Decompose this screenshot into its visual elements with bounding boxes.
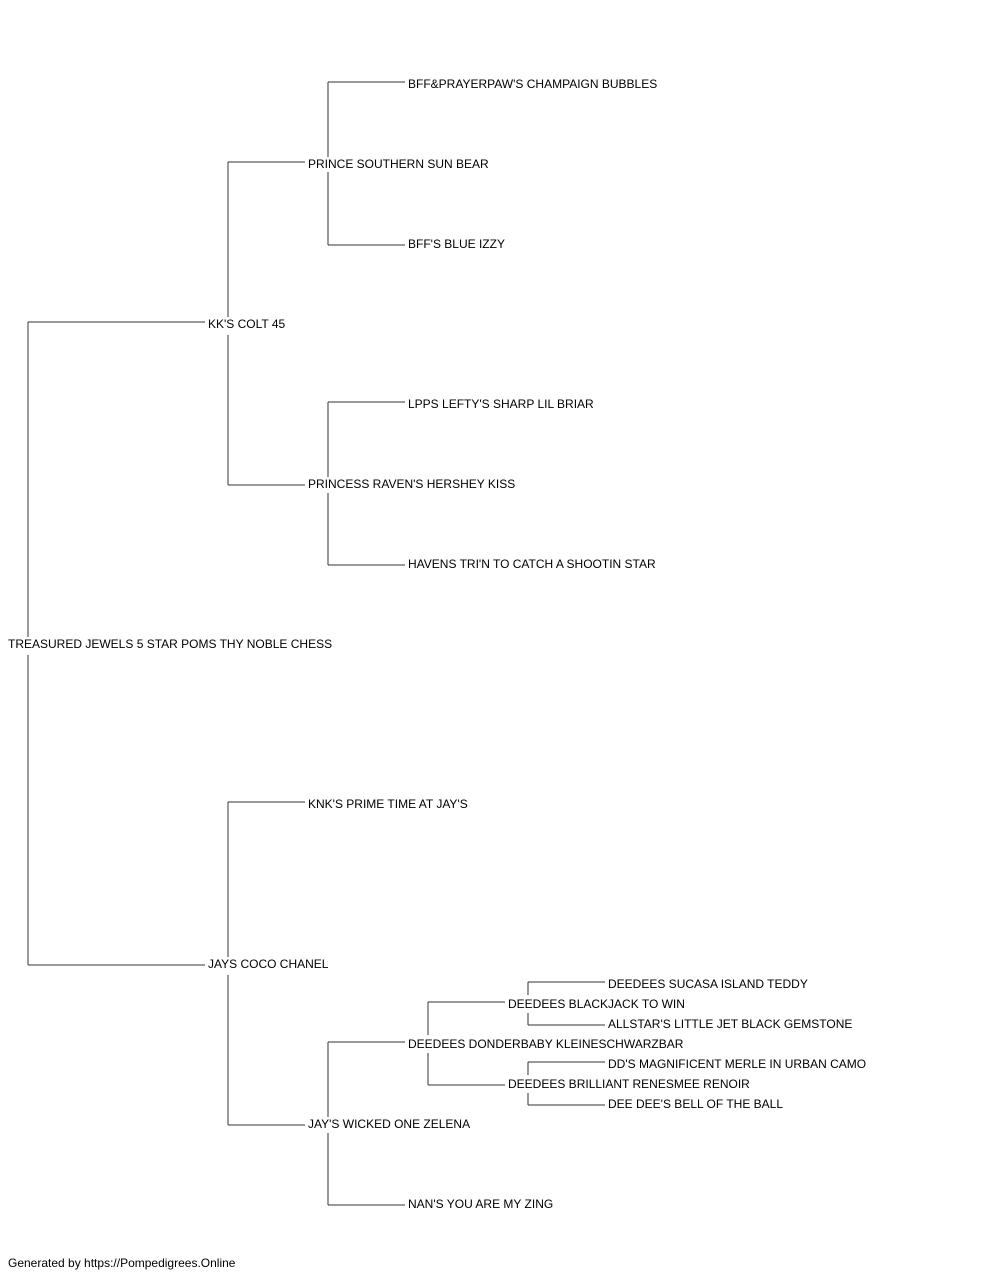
dog-names: TREASURED JEWELS 5 STAR POMS THY NOBLE C… bbox=[8, 77, 866, 1211]
dam-dam-sire-sire-dam-name: ALLSTAR'S LITTLE JET BLACK GEMSTONE bbox=[608, 1017, 852, 1031]
subject-name: TREASURED JEWELS 5 STAR POMS THY NOBLE C… bbox=[8, 637, 332, 651]
dam-dam-name: JAY'S WICKED ONE ZELENA bbox=[308, 1117, 470, 1131]
sire-sire-sire-name: BFF&PRAYERPAW'S CHAMPAIGN BUBBLES bbox=[408, 77, 657, 91]
dam-dam-sire-dam-name: DEEDEES BRILLIANT RENESMEE RENOIR bbox=[508, 1077, 750, 1091]
sire-dam-name: PRINCESS RAVEN'S HERSHEY KISS bbox=[308, 477, 515, 491]
dam-dam-sire-sire-sire-name: DEEDEES SUCASA ISLAND TEDDY bbox=[608, 977, 808, 991]
dam-dam-sire-dam-sire-name: DD'S MAGNIFICENT MERLE IN URBAN CAMO bbox=[608, 1057, 866, 1071]
dam-dam-sire-name: DEEDEES DONDERBABY KLEINESCHWARZBAR bbox=[408, 1037, 684, 1051]
sire-dam-sire-name: LPPS LEFTY'S SHARP LIL BRIAR bbox=[408, 397, 594, 411]
sire-sire-name: PRINCE SOUTHERN SUN BEAR bbox=[308, 157, 489, 171]
sire-sire-dam-name: BFF'S BLUE IZZY bbox=[408, 237, 505, 251]
connector-lines bbox=[27, 81, 605, 1206]
dam-dam-sire-dam-dam-name: DEE DEE'S BELL OF THE BALL bbox=[608, 1097, 783, 1111]
dam-sire-name: KNK'S PRIME TIME AT JAY'S bbox=[308, 797, 468, 811]
dam-name: JAYS COCO CHANEL bbox=[208, 957, 329, 971]
sire-name: KK'S COLT 45 bbox=[208, 317, 286, 331]
dam-dam-dam-name: NAN'S YOU ARE MY ZING bbox=[408, 1197, 553, 1211]
dam-dam-sire-sire-name: DEEDEES BLACKJACK TO WIN bbox=[508, 997, 685, 1011]
footer-credit: Generated by https://Pompedigrees.Online bbox=[8, 1256, 236, 1270]
sire-dam-dam-name: HAVENS TRI'N TO CATCH A SHOOTIN STAR bbox=[408, 557, 656, 571]
